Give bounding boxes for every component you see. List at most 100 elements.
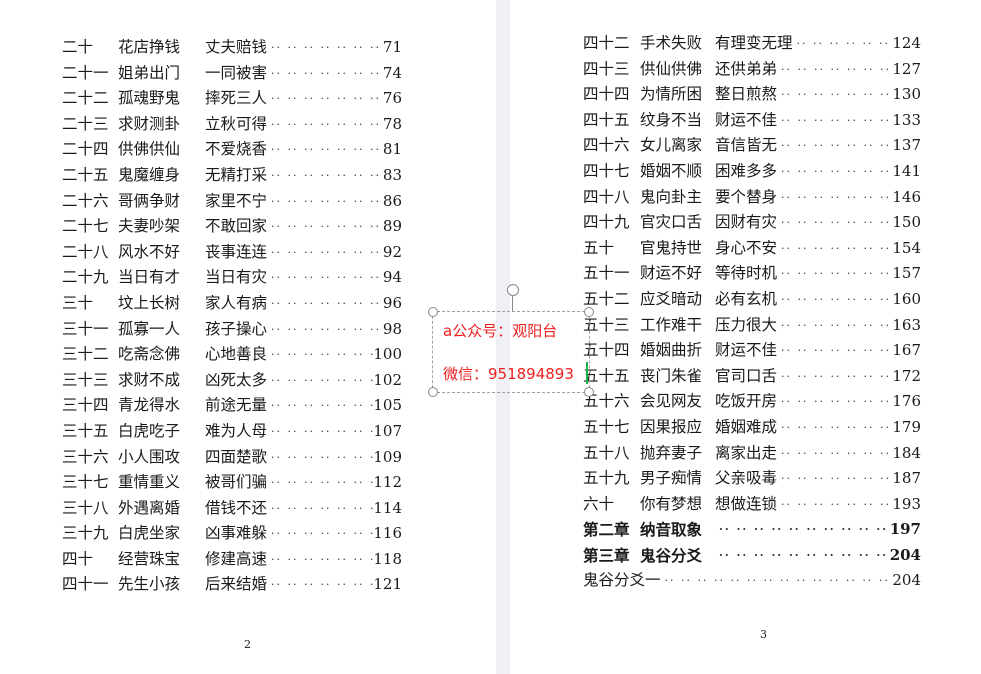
entry-num: 三十七 <box>62 473 109 492</box>
entry-t1: 因果报应 <box>640 417 703 436</box>
entry-t2: 当日有灾 <box>205 268 268 287</box>
entry-t1: 抛弃妻子 <box>640 443 703 462</box>
entry-num: 三十一 <box>62 319 109 338</box>
entry-page-number: 121 <box>373 575 402 594</box>
entry-t1: 纹身不当 <box>640 110 703 129</box>
dot-leader: ·· ·· ·· ·· ·· ·· ·· ·· ·· ·· ·· ·· ·· ·… <box>271 296 378 310</box>
entry-page-number: 167 <box>892 341 921 360</box>
resize-handle-bottom-right[interactable] <box>584 387 594 397</box>
entry-num: 四十四 <box>583 85 630 104</box>
entry-num: 五十七 <box>583 417 630 436</box>
resize-handle-bottom-left[interactable] <box>428 387 438 397</box>
entry-num: 四十七 <box>583 161 630 180</box>
resize-handle-top-right[interactable] <box>584 307 594 317</box>
toc-entry[interactable]: 鬼谷分爻一·· ·· ·· ·· ·· ·· ·· ·· ·· ·· ·· ··… <box>583 568 921 594</box>
entry-t1: 孤寡一人 <box>118 319 181 338</box>
entry-t2: 不爱烧香 <box>205 140 268 159</box>
dot-leader: ·· ·· ·· ·· ·· ·· ·· ·· ·· ·· ·· ·· ·· ·… <box>271 322 378 336</box>
entry-page-number: 114 <box>373 498 402 517</box>
entry-num: 二十五 <box>62 165 109 184</box>
entry-num: 三十 <box>62 293 94 312</box>
entry-num: 四十 <box>62 549 94 568</box>
entry-num: 五十九 <box>583 469 630 488</box>
rotate-handle-stem <box>512 296 513 311</box>
entry-t1: 官鬼持世 <box>640 238 703 257</box>
dot-leader: ·· ·· ·· ·· ·· ·· ·· ·· ·· ·· ·· ·· ·· ·… <box>781 420 892 434</box>
entry-page-number: 163 <box>892 315 921 334</box>
entry-t2: 音信皆无 <box>715 136 778 155</box>
entry-t2: 前途无量 <box>205 396 268 415</box>
entry-num: 六十 <box>583 494 615 513</box>
entry-page-number: 141 <box>892 161 921 180</box>
dot-leader: ·· ·· ·· ·· ·· ·· ·· ·· ·· ·· ·· ·· ·· ·… <box>664 574 893 588</box>
entry-t1: 风水不好 <box>118 242 181 261</box>
entry-num: 五十四 <box>583 341 630 360</box>
dot-leader: ·· ·· ·· ·· ·· ·· ·· ·· ·· ·· ·· ·· ·· ·… <box>781 190 892 204</box>
entry-t1: 应爻暗动 <box>640 289 703 308</box>
entry-t2: 四面楚歌 <box>205 447 268 466</box>
watermark-textbox[interactable]: a公众号：观阳台 微信：951894893 <box>428 307 594 397</box>
entry-num: 三十五 <box>62 421 109 440</box>
entry-page-number: 118 <box>373 549 402 568</box>
resize-handle-top-left[interactable] <box>428 307 438 317</box>
entry-t1: 供仙供佛 <box>640 59 703 78</box>
entry-t2: 摔死三人 <box>205 89 268 108</box>
entry-num: 五十六 <box>583 392 630 411</box>
dot-leader: ·· ·· ·· ·· ·· ·· ·· ·· ·· ·· ·· ·· ·· ·… <box>271 220 378 234</box>
entry-page-number: 92 <box>382 242 402 261</box>
entry-t2: 无精打采 <box>205 165 268 184</box>
entry-t2: 孩子操心 <box>205 319 268 338</box>
rotate-handle[interactable] <box>507 284 519 296</box>
entry-page-number: 193 <box>892 494 921 513</box>
entry-page-number: 172 <box>892 366 921 385</box>
entry-t2: 要个替身 <box>715 187 778 206</box>
entry-t1: 鬼向卦主 <box>640 187 703 206</box>
entry-t2: 心地善良 <box>205 345 268 364</box>
entry-t1: 外遇离婚 <box>118 498 181 517</box>
dot-leader: ·· ·· ·· ·· ·· ·· ·· ·· ·· ·· ·· ·· ·· ·… <box>271 450 373 464</box>
